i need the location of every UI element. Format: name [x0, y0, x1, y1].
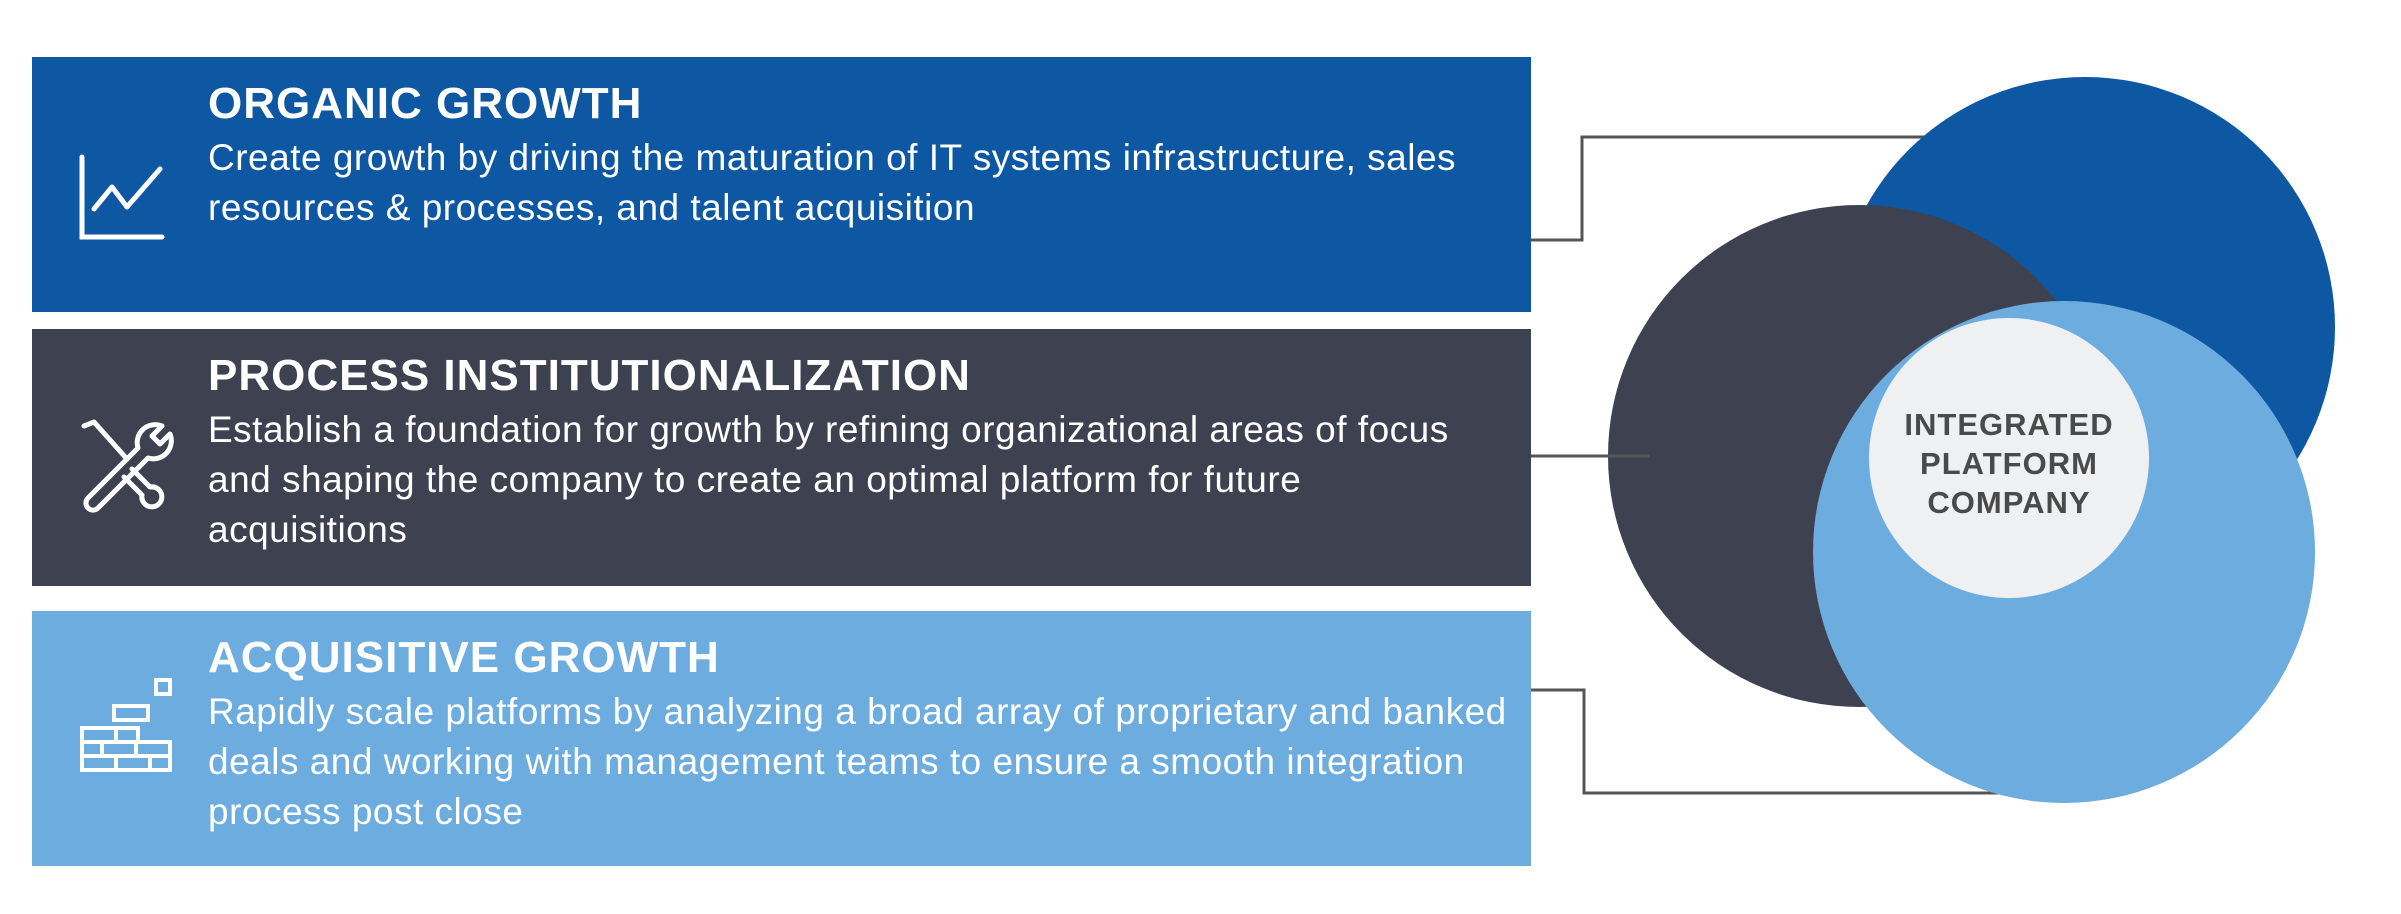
pillar-title: PROCESS INSTITUTIONALIZATION	[208, 351, 971, 400]
pillar-description: Rapidly scale platforms by analyzing a b…	[208, 691, 1507, 832]
pillar-description: Create growth by driving the maturation …	[208, 137, 1457, 228]
pillar-acquisitive-growth: ACQUISITIVE GROWTH Rapidly scale platfor…	[32, 611, 1531, 866]
center-line-1: INTEGRATED	[1904, 407, 2114, 442]
pillar-title: ORGANIC GROWTH	[208, 79, 643, 128]
pillar-organic-growth: ORGANIC GROWTH Create growth by driving …	[32, 57, 1531, 312]
connector-organic	[1531, 135, 1940, 242]
circle-center	[1869, 318, 2149, 598]
center-line-2: PLATFORM	[1920, 446, 2098, 481]
pillar-process-institutionalization: PROCESS INSTITUTIONALIZATION Establish a…	[32, 329, 1531, 586]
tools-icon	[81, 419, 174, 513]
bricks-icon	[80, 678, 172, 772]
pillar-description: Establish a foundation for growth by ref…	[208, 409, 1449, 550]
center-label: INTEGRATED PLATFORM COMPANY	[1869, 405, 2149, 522]
line-chart-icon	[79, 154, 165, 240]
center-line-3: COMPANY	[1927, 485, 2091, 520]
pillar-title: ACQUISITIVE GROWTH	[208, 633, 720, 682]
connector-acquisitive	[1531, 688, 2000, 795]
